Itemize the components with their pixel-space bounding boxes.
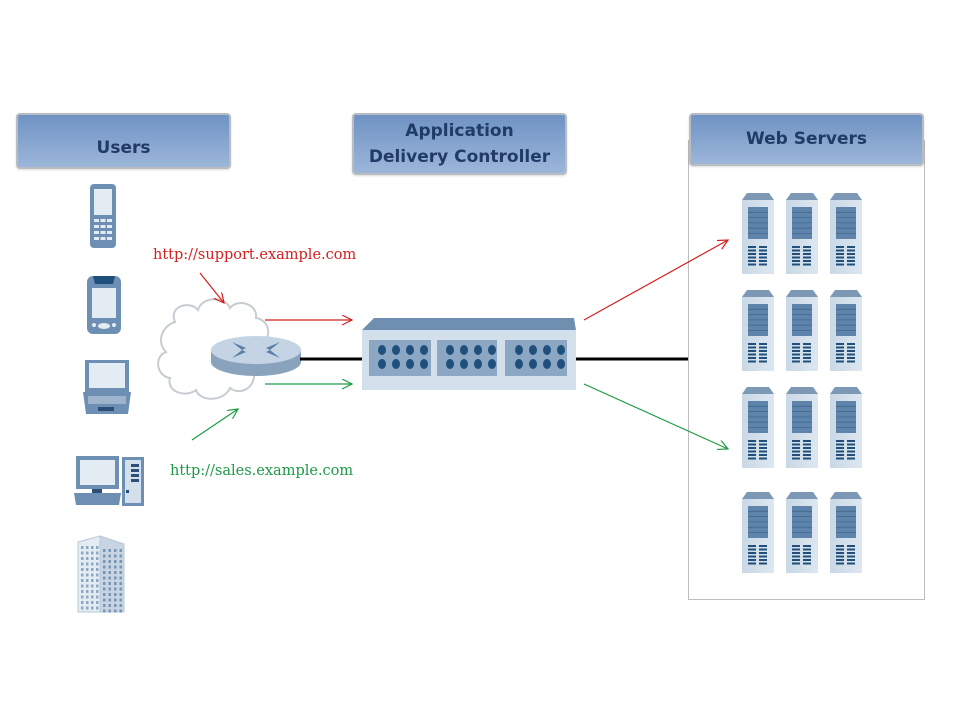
web-server-icon [742, 290, 774, 371]
web-server-icon [830, 492, 862, 573]
sales-request-arrow [191, 409, 238, 441]
adc-header-line2: Delivery Controller [368, 147, 551, 167]
office-building-icon [77, 535, 125, 613]
web-servers-header-label: Web Servers [745, 128, 868, 149]
web-server-icon [830, 290, 862, 371]
web-server-icon [786, 290, 818, 371]
web-server-icon [786, 387, 818, 468]
mobile-phone-icon [90, 184, 116, 248]
laptop-icon [83, 360, 131, 414]
sales-to-server-arrow [583, 383, 728, 449]
web-server-icon [742, 492, 774, 573]
web-server-icon [742, 387, 774, 468]
adc-header-line1: Application [405, 121, 514, 141]
adc-header: Application Delivery Controller [352, 113, 567, 175]
web-server-icon [786, 492, 818, 573]
pda-icon [87, 276, 121, 334]
users-header-label: Users [96, 138, 151, 158]
desktop-computer-icon [74, 456, 144, 506]
web-server-icon [830, 387, 862, 468]
web-server-icon [786, 193, 818, 274]
web-server-icon [742, 193, 774, 274]
sales-url-label: http://sales.example.com [170, 463, 354, 479]
support-request-arrow [199, 272, 224, 303]
web-server-icon [830, 193, 862, 274]
web-server-grid [742, 193, 862, 573]
router-icon [211, 336, 301, 376]
web-servers-header: Web Servers [689, 113, 924, 166]
support-to-server-arrow [583, 240, 728, 321]
support-url-label: http://support.example.com [153, 247, 357, 263]
users-header: Users [16, 113, 231, 169]
adc-appliance-icon [362, 318, 576, 390]
